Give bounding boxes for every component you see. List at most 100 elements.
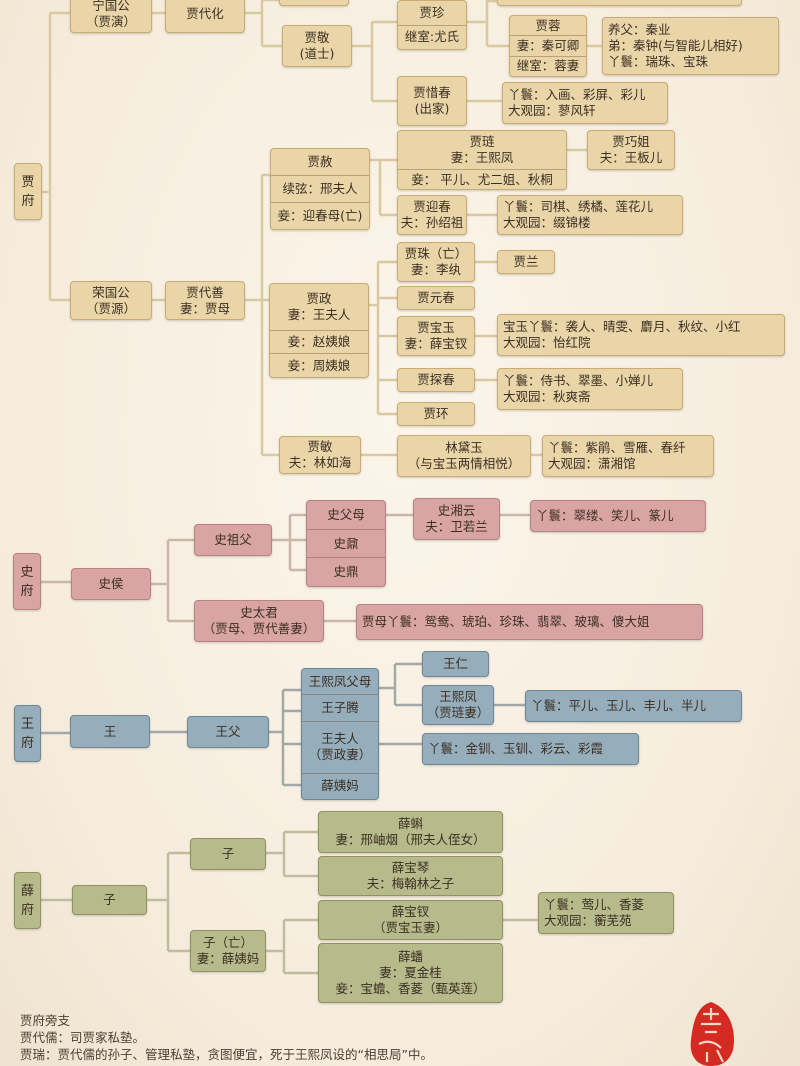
node-text: 丫鬟：入画、彩屏、彩儿 (508, 87, 646, 102)
person-node-jiatanchun: 贾探春 (397, 368, 475, 392)
node-text: 宁国公 (92, 0, 130, 13)
node-row: 继室:尤氏 (398, 24, 466, 50)
node-row: 贾府 (15, 164, 41, 219)
node-text: 贾 (21, 174, 35, 190)
node-text: 贾政 (306, 290, 332, 306)
person-node-jiayingchun: 贾迎春夫：孙绍祖 (397, 195, 467, 235)
node-row: 丫鬟：入画、彩屏、彩儿大观园：蓼风轩 (503, 83, 667, 123)
node-text: 宝玉丫鬟：袭人、晴雯、麝月、秋纹、小红 (503, 319, 741, 334)
node-text: 丫鬟：紫鹃、雪雁、春纤 (548, 440, 686, 455)
node-text: 丫鬟：瑞珠、宝珠 (608, 54, 709, 69)
node-text: 王熙凤父母 (308, 673, 372, 689)
person-node-jiazheng: 贾政妻：王夫人妾：赵姨娘妾：周姨娘 (269, 283, 369, 378)
node-row: 丫鬟：侍书、翠墨、小婵儿大观园：秋爽斋 (498, 369, 682, 409)
person-node-jiadaihua: 贾代化 (165, 0, 245, 33)
node-row: 丫鬟：金钏、玉钏、彩云、彩霞 (423, 734, 638, 764)
node-row: 史鼐 (307, 528, 385, 558)
person-node-xue-zi: 子 (72, 885, 147, 915)
node-text: 贾迎春 (413, 199, 451, 214)
node-text: 史父母 (327, 506, 365, 522)
node-row: 史祖父 (195, 525, 271, 555)
shi-connectors (41, 513, 530, 623)
person-node-wang-stack: 王熙凤父母王子腾王夫人（贾政妻）薛姨妈 (301, 668, 379, 800)
node-text: （贾政妻） (308, 747, 372, 763)
person-node-jiafu: 贾府 (14, 163, 42, 220)
node-text: 史侯 (98, 576, 124, 591)
node-text: 丫鬟：金钏、玉钏、彩云、彩霞 (428, 741, 604, 756)
jia-connectors (42, 0, 602, 457)
node-row: 贾代善妻：贾母 (166, 282, 244, 319)
node-text: 夫：孙绍祖 (400, 215, 464, 230)
xue-connectors (41, 830, 538, 975)
node-text: 府 (21, 193, 35, 209)
node-row: 王熙凤父母 (302, 669, 378, 694)
node-row: 贾兰 (498, 251, 554, 273)
node-text: 贾代善 (186, 284, 224, 300)
node-text: （贾演） (85, 13, 136, 29)
person-node-xue-zi2: 子（亡）妻：薛姨妈 (190, 930, 266, 972)
node-text: 王 (20, 716, 34, 732)
node-text: 弟：秦钟(与智能儿相好) (608, 38, 743, 53)
node-text: 大观园：蘅芜苑 (544, 913, 632, 928)
node-text: 妻：王夫人 (287, 306, 351, 322)
node-row: 薛宝钗（贾宝玉妻） (319, 901, 502, 939)
node-text: 夫：卫若兰 (425, 519, 488, 534)
node-text: 贾敏 (307, 439, 333, 454)
person-node-wangren: 王仁 (422, 651, 489, 677)
node-row: 宁国公（贾演） (71, 0, 151, 32)
note-box-baochai-note: 丫鬟：莺儿、香菱大观园：蘅芜苑 (538, 892, 674, 934)
node-row: 养父：秦业弟：秦钟(与智能儿相好)丫鬟：瑞珠、宝珠 (603, 18, 778, 74)
person-node-jiashe: 贾赦续弦：邢夫人妾：迎春母(亡) (270, 148, 370, 230)
node-text: 妻：李纨 (410, 262, 461, 277)
node-row: 王熙凤（贾琏妻） (423, 686, 493, 724)
node-text: 王仁 (442, 656, 468, 671)
footer-line: 贾代儒：司贾家私塾。 (20, 1030, 146, 1045)
node-text: 史湘云 (437, 503, 476, 518)
node-text: 妻：秦可卿 (516, 37, 580, 53)
node-text: （贾母、贾代善妻） (202, 621, 316, 636)
node-row: 继室：蓉妻 (510, 55, 586, 76)
node-text: 妻：薛姨妈 (196, 951, 260, 966)
node-text: 丫鬟：莺儿、香菱 (544, 897, 645, 912)
node-text: 大观园：潇湘馆 (548, 456, 636, 471)
node-row: 丫鬟：平儿、玉儿、丰儿、半儿 (526, 691, 741, 721)
node-row: 贾母丫鬟：鸳鸯、琥珀、珍珠、翡翠、玻璃、傻大姐 (357, 605, 702, 639)
person-node-wangfuqin: 王父 (187, 716, 269, 748)
node-text: 薛 (20, 883, 34, 899)
note-box-wangfuren-note: 丫鬟：金钏、玉钏、彩云、彩霞 (422, 733, 639, 765)
node-text: 薛蟠 (397, 949, 423, 964)
person-node-wang: 王 (70, 715, 150, 748)
node-text: 史鼎 (333, 564, 359, 580)
person-node-xue-zi1: 子 (190, 838, 266, 870)
node-row: 贾珍 (398, 1, 466, 25)
node-text: 妻：邢岫烟（邢夫人侄女） (335, 832, 486, 847)
person-node-jiarong: 贾蓉妻：秦可卿继室：蓉妻 (509, 15, 587, 77)
person-node-xueke: 薛蝌妻：邢岫烟（邢夫人侄女） (318, 811, 503, 853)
node-row: 林黛玉（与宝玉两情相悦） (398, 436, 530, 476)
node-text: 贾琏 (469, 134, 495, 149)
note-box-baoyu-note: 宝玉丫鬟：袭人、晴雯、麝月、秋纹、小红大观园：怡红院 (497, 314, 785, 356)
node-text: 府 (20, 902, 34, 918)
node-row: 贾探春 (398, 369, 474, 391)
node-text: 贾宝玉 (417, 320, 455, 335)
node-text: 大观园：蓼风轩 (508, 103, 596, 118)
person-node-wangxifeng: 王熙凤（贾琏妻） (422, 685, 494, 725)
node-text: 续弦：邢夫人 (282, 181, 358, 196)
node-text: 王熙凤 (439, 689, 477, 704)
person-node-jiayuanchun: 贾元春 (397, 286, 475, 310)
node-text: 妾：赵姨娘 (287, 333, 351, 349)
node-text: 薛姨妈 (321, 778, 359, 794)
node-row: 宝玉丫鬟：袭人、晴雯、麝月、秋纹、小红大观园：怡红院 (498, 315, 784, 355)
node-text: 贾探春 (417, 372, 455, 387)
node-text: 贾珠（亡） (404, 246, 468, 261)
node-row: 贾惜春(出家) (398, 77, 466, 125)
node-text: 妻：王熙凤 (450, 150, 514, 165)
node-text: 贾元春 (417, 290, 455, 305)
node-row: 王子腾 (302, 694, 378, 720)
node-text: 贾赦 (307, 154, 333, 169)
person-node-jiajing: 贾敬(道士) (282, 25, 352, 67)
node-row: 丫鬟：莺儿、香菱大观园：蘅芜苑 (539, 893, 673, 933)
node-text: 夫：梅翰林之子 (366, 876, 455, 891)
node-text: （贾宝玉妻） (372, 920, 448, 935)
person-node-jiaxichun: 贾惜春(出家) (397, 76, 467, 126)
